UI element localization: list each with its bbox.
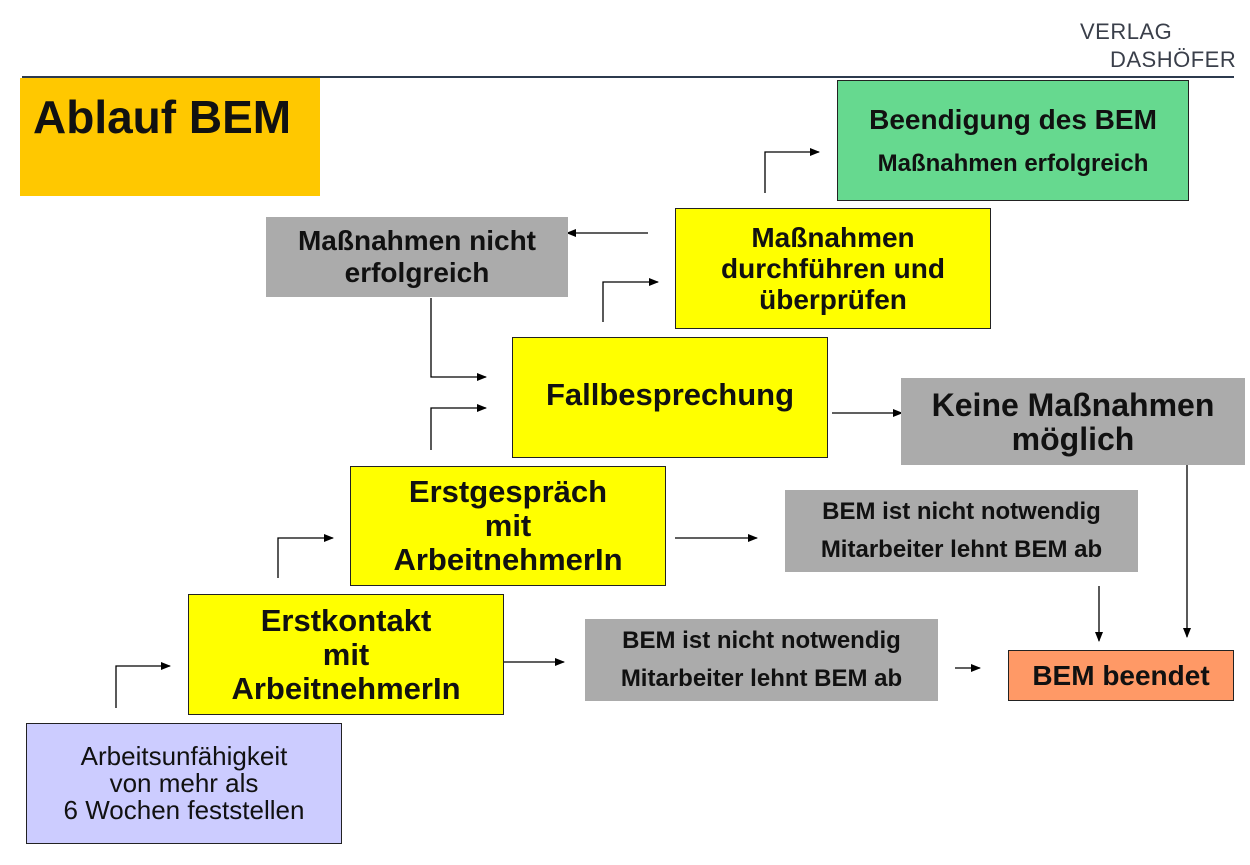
node-erstgespraech: Erstgespräch mit ArbeitnehmerIn <box>350 466 666 586</box>
header-rule <box>22 76 1234 78</box>
publisher-logo-line2: DASHÖFER <box>1110 47 1237 72</box>
edge-massnahmen-to-beendigung <box>764 148 820 193</box>
publisher-logo-line1: VERLAG <box>1080 19 1173 44</box>
node-massnahmen-nicht-erfolgreich: Maßnahmen nicht erfolgreich <box>266 217 568 297</box>
node-nicht-notwendig-2-line2: Mitarbeiter lehnt BEM ab <box>820 536 1103 563</box>
node-nicht-notwendig-1-line2: Mitarbeiter lehnt BEM ab <box>620 665 903 692</box>
page-title: Ablauf BEM <box>20 78 320 196</box>
node-start-line3: 6 Wochen feststellen <box>63 795 305 825</box>
node-start-line1: Arbeitsunfähigkeit <box>80 741 288 771</box>
node-nicht-notwendig-1-line1: BEM ist nicht notwendig <box>622 627 901 654</box>
node-erstkontakt-line1: Erstkontakt <box>260 602 432 638</box>
edge-fallbesprechung-to-massnahmen <box>602 278 659 322</box>
edge-start-to-erstkontakt <box>115 662 171 708</box>
node-bem-beendet-label: BEM beendet <box>1032 659 1210 691</box>
node-start-line2: von mehr als <box>109 768 259 798</box>
node-beendigung-line1: Beendigung des BEM <box>869 103 1157 135</box>
node-massnahmen-line3: überprüfen <box>759 284 907 315</box>
node-erstgespraech-line3: ArbeitnehmerIn <box>393 542 623 577</box>
node-start-arbeitsunfaehigkeit: Arbeitsunfähigkeit von mehr als 6 Wochen… <box>26 723 342 844</box>
node-massnahmen-line2: durchführen und <box>721 253 945 284</box>
node-fallbesprechung-label: Fallbesprechung <box>545 376 795 412</box>
node-keine-massnahmen: Keine Maßnahmen möglich <box>901 378 1245 465</box>
node-nicht-notwendig-1: BEM ist nicht notwendig Mitarbeiter lehn… <box>585 619 938 701</box>
node-nicht-erfolgreich-line2: erfolgreich <box>344 257 490 288</box>
node-massnahmen-line1: Maßnahmen <box>751 222 915 253</box>
node-keine-massnahmen-line1: Keine Maßnahmen <box>931 386 1215 423</box>
edge-erstgespraech-to-fallbesprechung <box>430 404 487 450</box>
node-massnahmen-durchfuehren: Maßnahmen durchführen und überprüfen <box>675 208 991 329</box>
node-nicht-notwendig-2-line1: BEM ist nicht notwendig <box>822 498 1101 525</box>
node-erstkontakt: Erstkontakt mit ArbeitnehmerIn <box>188 594 504 715</box>
node-beendigung: Beendigung des BEM Maßnahmen erfolgreich <box>837 80 1189 201</box>
node-erstgespraech-line1: Erstgespräch <box>408 474 608 509</box>
node-keine-massnahmen-line2: möglich <box>1011 420 1135 457</box>
node-erstgespraech-line2: mit <box>484 508 532 543</box>
edge-erstkontakt-to-erstgespraech <box>277 534 334 578</box>
node-erstkontakt-line2: mit <box>322 636 370 672</box>
node-nicht-erfolgreich-line1: Maßnahmen nicht <box>297 225 536 256</box>
node-fallbesprechung: Fallbesprechung <box>512 337 828 458</box>
node-bem-beendet: BEM beendet <box>1008 650 1234 701</box>
node-erstkontakt-line3: ArbeitnehmerIn <box>231 670 461 706</box>
node-beendigung-line2: Maßnahmen erfolgreich <box>877 149 1149 177</box>
node-nicht-notwendig-2: BEM ist nicht notwendig Mitarbeiter lehn… <box>785 490 1138 572</box>
edge-nicht-erfolgreich-to-fallbesprechung <box>430 298 487 381</box>
